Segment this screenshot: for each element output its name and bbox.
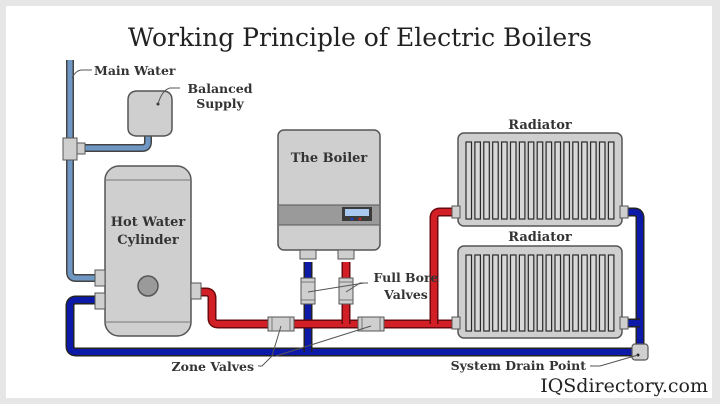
balanced-supply-label-line1: Balanced — [188, 81, 253, 96]
zone-valve-1 — [267, 316, 295, 332]
leader-lines — [71, 69, 639, 367]
radiator-fin — [589, 254, 597, 332]
radiator-fin — [483, 141, 490, 220]
full-bore-valves-label-line1: Full Bore — [373, 270, 438, 285]
radiator-fin — [554, 254, 562, 332]
system-drain-point-label: System Drain Point — [451, 358, 587, 373]
cylinder-label-line1: Hot Water — [111, 215, 186, 230]
radiator-fin — [501, 141, 508, 220]
full-bore-valves-label-line2: Valves — [383, 287, 428, 302]
radiator-bottom-label: Radiator — [508, 230, 572, 245]
zone-valves-label: Zone Valves — [171, 359, 254, 374]
radiator-fin — [554, 141, 562, 220]
radiator-fin — [465, 141, 473, 220]
radiator-fin — [483, 254, 490, 332]
full-bore-valve-hot — [338, 277, 354, 305]
mains-water-pipe — [66, 60, 152, 282]
radiator-fin — [518, 254, 526, 332]
balanced-supply-tank — [127, 90, 173, 137]
radiator-fin — [581, 141, 588, 220]
radiator-top-label: Radiator — [508, 118, 572, 133]
watermark: IQSdirectory.com — [540, 375, 708, 397]
radiator-bottom — [451, 245, 629, 339]
hot-water-cylinder — [94, 165, 202, 337]
main-water-label: Main Water — [94, 63, 176, 78]
boiler-label: The Boiler — [291, 151, 368, 166]
radiator-fin — [589, 141, 597, 220]
radiator-fin — [527, 254, 535, 332]
radiator-fin — [509, 141, 517, 220]
radiator-fin — [607, 141, 615, 220]
radiator-fin — [492, 141, 499, 220]
radiator-fin — [518, 141, 526, 220]
radiator-fin — [501, 254, 508, 332]
radiator-fin — [598, 254, 606, 332]
mains-tee-fitting — [62, 137, 86, 161]
radiator-fin — [527, 141, 535, 220]
radiator-fin — [598, 141, 606, 220]
radiator-fin — [572, 141, 579, 220]
radiator-fin — [492, 254, 499, 332]
balanced-supply-label-line2: Supply — [196, 96, 244, 111]
radiator-fin — [607, 254, 615, 332]
radiator-fin — [563, 141, 571, 220]
radiator-fin — [474, 254, 481, 332]
system-drain-point — [631, 343, 649, 361]
radiator-fin — [536, 141, 544, 220]
radiator-fin — [545, 141, 553, 220]
radiator-fin — [536, 254, 544, 332]
radiator-fin — [581, 254, 588, 332]
radiator-top — [451, 132, 629, 227]
radiator-fin — [545, 254, 553, 332]
radiator-fin — [474, 141, 481, 220]
radiator-fin — [509, 254, 517, 332]
radiator-fin — [563, 254, 571, 332]
diagram-title: Working Principle of Electric Boilers — [128, 23, 592, 52]
cylinder-label-line2: Cylinder — [117, 233, 179, 248]
radiator-fin — [465, 254, 473, 332]
electric-boiler — [277, 129, 381, 260]
radiator-fin — [572, 254, 579, 332]
